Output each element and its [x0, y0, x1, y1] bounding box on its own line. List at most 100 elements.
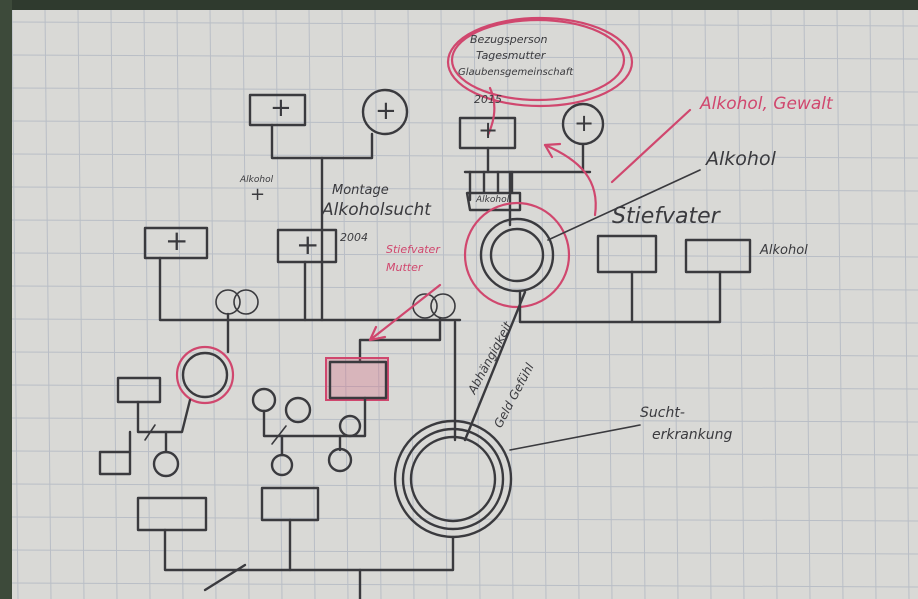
cousin-child-circle-b [327, 447, 353, 473]
grid-line-vertical [902, 9, 910, 599]
sucht-line1: Sucht- [640, 405, 685, 421]
stiefvater-label: Stiefvater [612, 204, 720, 229]
top-note-line3: Glaubensgemeinschaft [458, 67, 574, 78]
mother-red-halo [463, 201, 571, 309]
mother-circle-inner [489, 227, 545, 283]
alkohol-gewalt-pointer [610, 108, 692, 184]
grid-line-horizontal [11, 582, 918, 588]
grid-line-vertical [539, 9, 547, 599]
alkohol-label-small-mid: Alkohol [476, 195, 510, 205]
left-family-line [158, 256, 462, 322]
sucht-pointer [509, 424, 641, 451]
grid-line-vertical [209, 9, 217, 599]
grid-line-vertical [407, 9, 415, 599]
grid-line-vertical [506, 9, 514, 599]
grid-line-vertical [605, 9, 613, 599]
grid-line-vertical [803, 9, 811, 599]
deceased-mark-father: + [296, 228, 320, 261]
grid-line-horizontal [11, 549, 918, 555]
cousins-children-drops [280, 434, 342, 457]
grid-line-vertical [11, 9, 19, 599]
cousin-circle-a [251, 387, 277, 413]
index-child-square [260, 486, 320, 522]
grid-line-vertical [572, 9, 580, 599]
sister-couple-line [136, 398, 192, 434]
alkohol-label-small-left: Alkohol [240, 175, 274, 185]
ring-mid-drop [358, 316, 442, 364]
grid-line-vertical [473, 9, 481, 599]
cousins-couple-line [262, 396, 367, 438]
index-couple-line [163, 528, 455, 572]
sister-red-halo [175, 345, 235, 405]
grandmother-circle-top [361, 88, 409, 136]
grid-line-vertical [77, 9, 85, 599]
grid-line-vertical [836, 9, 844, 599]
grid-line-vertical [770, 9, 778, 599]
stiefvater-red-arrowhead [368, 325, 387, 342]
nephew-square [98, 450, 132, 476]
grid-line-horizontal [11, 450, 918, 456]
stiefvater-red-line1: Stiefvater [386, 243, 440, 256]
grid-line-vertical [440, 9, 448, 599]
alkohol-pointer [547, 169, 701, 241]
sister-circle [181, 351, 229, 399]
red-arrow-head [543, 142, 562, 159]
niece-circle [152, 450, 180, 478]
index-circle-mid [401, 427, 505, 531]
grid-line-vertical [143, 9, 151, 599]
grid-line-vertical [638, 9, 646, 599]
ring-mid-b [430, 293, 456, 319]
index-partner-square [136, 496, 208, 532]
deceased-mark-small: + [250, 184, 266, 205]
brother-square [328, 360, 388, 400]
grid-line-horizontal [11, 21, 918, 27]
grid-line-horizontal [11, 120, 918, 126]
grid-line-horizontal [11, 483, 918, 489]
grid-line-horizontal [11, 417, 918, 423]
top-note-red-ellipse-inner [450, 18, 626, 102]
grandfather-square-top [248, 93, 307, 127]
cousin-circle-b [284, 396, 312, 424]
grid-line-vertical [176, 9, 184, 599]
stepfather-square [596, 234, 658, 274]
mother-stepfather-line [518, 270, 722, 324]
grid-line-horizontal [11, 87, 918, 93]
index-circle-inner [409, 435, 497, 523]
grid-line-vertical [341, 9, 349, 599]
grid-line-vertical [275, 9, 283, 599]
grandparents-top-couple-line [270, 123, 374, 160]
stiefvater-red-line2: Mutter [386, 261, 423, 274]
photo-left-edge [0, 0, 12, 599]
grid-line-vertical [374, 9, 382, 599]
grid-line-horizontal [11, 186, 918, 192]
cousin-child-circle-a [270, 453, 294, 477]
dependency-line [463, 290, 527, 442]
grid-line-horizontal [11, 285, 918, 291]
mother-circle-outer [479, 217, 555, 293]
grid-line-vertical [704, 9, 712, 599]
photo-top-edge [0, 0, 918, 10]
grid-line-vertical [242, 9, 250, 599]
siblings-box [465, 191, 522, 212]
deceased-mark-uncle: + [165, 224, 189, 257]
grid-line-vertical [869, 9, 877, 599]
stepfather-brother-square [684, 238, 752, 274]
sucht-line2: erkrankung [652, 427, 733, 443]
montage-line2: Alkoholsucht [322, 200, 431, 220]
grid-line-vertical [737, 9, 745, 599]
siblings-tick-lines [468, 170, 514, 202]
grid-line-vertical [308, 9, 316, 599]
index-divorce-mark [203, 563, 247, 592]
year-2004: 2004 [340, 231, 368, 244]
deceased-mark-grandmother-right: + [574, 109, 595, 137]
grid-line-horizontal [11, 219, 918, 225]
top-note-line1: Bezugsperson [470, 33, 548, 46]
grid-line-horizontal [11, 153, 918, 159]
deceased-mark-grandfather: + [270, 93, 292, 123]
deceased-mark-grandfather-right: + [478, 116, 499, 144]
alkohol-gewalt-label: Alkohol, Gewalt [700, 94, 833, 114]
grid-line-horizontal [11, 318, 918, 324]
deceased-mark-grandmother: + [375, 96, 397, 126]
